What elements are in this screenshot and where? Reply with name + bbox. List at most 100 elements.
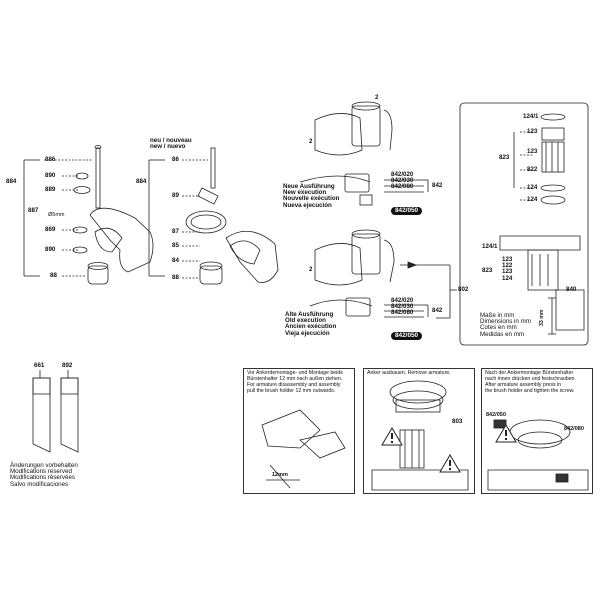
instruction-panel-1: Vor Ankerdemontage- und Montage beide Bü… xyxy=(243,368,355,494)
asm-124: 124 xyxy=(502,274,513,282)
panel-2-line-1: Anker ausbauen. Remove armature. xyxy=(367,370,451,376)
part-89: 89 xyxy=(172,192,179,199)
old-exec-de: Alte Ausführung xyxy=(285,311,334,318)
nut xyxy=(75,172,89,180)
ref-823-bottom: 823 xyxy=(482,267,493,274)
ref-842-old: 842 xyxy=(432,307,443,314)
assembled-armature xyxy=(527,249,559,291)
panel-1-line-2: Bürstenhalter 12 mm nach außen ziehen. xyxy=(247,375,343,382)
panel-3-line-2: nach innen drücken und festschrauben. xyxy=(485,375,576,382)
units-note: Maße in mm Dimensions in mm Cotes en mm … xyxy=(480,312,531,338)
units-de: Maße in mm xyxy=(480,312,515,319)
ref-823-top: 823 xyxy=(499,154,510,161)
new-exec-de: Neue Ausführung xyxy=(283,183,335,190)
code-old-030: 842/030 xyxy=(391,303,414,311)
old-exec-en: Old execution xyxy=(285,317,326,325)
panel-1-dim: 12mm xyxy=(272,472,288,478)
bolt xyxy=(95,147,101,209)
header-line-2: new / nuevo xyxy=(150,143,186,151)
new-execution-label: Neue Ausführung New execution Nouvelle e… xyxy=(283,183,339,209)
panel-3-ref-842-080: 842/080 xyxy=(564,426,584,432)
armature-box xyxy=(459,102,589,346)
washer xyxy=(73,186,91,194)
part-124-b: 124 xyxy=(527,196,538,203)
badge-842-050-new: 842/050 xyxy=(391,207,423,216)
commutator xyxy=(541,141,565,173)
notice-de: Änderungen vorbehalten xyxy=(10,462,78,469)
part-889: 889 xyxy=(45,186,56,193)
asm-123-a: 123 xyxy=(502,256,513,263)
part-88-middle: 88 xyxy=(172,274,179,281)
handle-grip-middle xyxy=(225,230,279,283)
new-exec-es: Nueva ejecución xyxy=(283,201,332,209)
part-123-b: 123 xyxy=(527,148,538,155)
part-124-1-top: 124/1 xyxy=(523,113,539,120)
new-version-header: neu / nouveau new / nuevo xyxy=(150,137,192,151)
codes-old: 842/020 842/030 842/080 xyxy=(391,297,414,317)
handle-grip xyxy=(89,207,154,273)
ref-2-new-side: 2 xyxy=(309,138,313,145)
asm-123-b: 123 xyxy=(502,268,513,276)
code-new-080: 842/080 xyxy=(391,183,414,191)
part-869: 869 xyxy=(45,226,56,233)
panel-1-line-1: Vor Ankerdemontage- und Montage beide xyxy=(247,370,344,376)
ref-887: 887 xyxy=(28,207,39,214)
old-execution-label: Alte Ausführung Old execution Ancien exé… xyxy=(285,311,337,337)
part-88-left: 88 xyxy=(50,272,57,279)
modifications-notice: Änderungen vorbehalten Modifications res… xyxy=(10,462,78,488)
part-890b: 890 xyxy=(45,246,56,253)
ref-2-new-top: 2 xyxy=(375,94,379,101)
new-exec-en: New execution xyxy=(283,189,327,197)
old-exec-fr: Ancien exécution xyxy=(285,323,337,331)
part-86: 86 xyxy=(172,156,179,163)
part-124-a: 124 xyxy=(527,184,538,191)
motor-housing-new xyxy=(314,113,363,156)
panel-1-caption: Vor Ankerdemontage- und Montage beide Bü… xyxy=(247,370,353,395)
instruction-panel-3: Nach der Ankermontage Bürstenhalter nach… xyxy=(481,368,593,494)
ref-661: 661 xyxy=(34,362,45,369)
code-new-020: 842/020 xyxy=(391,171,414,178)
units-fr: Cotes en mm xyxy=(480,324,517,332)
notice-en: Modifications reserved xyxy=(10,468,72,476)
ref-802: 802 xyxy=(458,286,469,293)
assembled-parts: 123 122 123 124 xyxy=(502,256,513,282)
dim-33mm: 33 mm xyxy=(539,309,545,326)
ref-840: 840 xyxy=(566,286,577,293)
ref-124-1-bottom: 124/1 xyxy=(482,243,498,250)
part-890: 890 xyxy=(45,172,56,179)
panel-3-line-3: After armature assembly press in xyxy=(485,381,562,388)
ref-884-middle: 884 xyxy=(136,178,147,185)
panel-2-ref-803: 803 xyxy=(452,418,463,425)
asm-122: 122 xyxy=(502,262,513,270)
diameter-label: Ø5mm xyxy=(48,212,65,218)
notice-fr: Modifications réservées xyxy=(10,474,75,482)
panel-3-ref-842-050: 842/050 xyxy=(486,412,506,418)
panel-3-line-4: the brush holder and tighten the screw. xyxy=(485,387,575,394)
part-85: 85 xyxy=(172,242,179,249)
units-es: Medidas en mm xyxy=(480,330,525,338)
clamp-band xyxy=(185,210,227,234)
instruction-panel-2: Anker ausbauen. Remove armature. 803 xyxy=(363,368,475,494)
panel-3-caption: Nach der Ankermontage Bürstenhalter nach… xyxy=(485,370,591,395)
ref-842-new: 842 xyxy=(432,182,443,189)
codes-new: 842/020 842/030 842/080 xyxy=(391,171,414,191)
panel-1-line-4: pull the brush holder 12 mm outwards. xyxy=(247,387,336,394)
notice-es: Salvo modificaciones xyxy=(10,480,69,488)
part-822: 822 xyxy=(527,166,538,173)
units-en: Dimensions in mm xyxy=(480,318,531,326)
part-123-a: 123 xyxy=(527,128,538,135)
badge-842-050-old: 842/050 xyxy=(391,332,423,341)
collar xyxy=(87,265,109,285)
panel-2-caption: Anker ausbauen. Remove armature. xyxy=(367,370,473,377)
code-old-080: 842/080 xyxy=(391,309,414,317)
panel-3-line-1: Nach der Ankermontage Bürstenhalter xyxy=(485,370,574,376)
panel-1-line-3: For armature disassembly and assembly xyxy=(247,381,341,388)
code-new-030: 842/030 xyxy=(391,177,414,185)
bolt-middle xyxy=(210,147,216,189)
old-exec-es: Vieja ejecución xyxy=(285,329,330,337)
grease-tube-2 xyxy=(60,377,79,453)
ref-2-old: 2 xyxy=(309,266,313,273)
part-84: 84 xyxy=(172,257,179,264)
part-87: 87 xyxy=(172,228,179,235)
